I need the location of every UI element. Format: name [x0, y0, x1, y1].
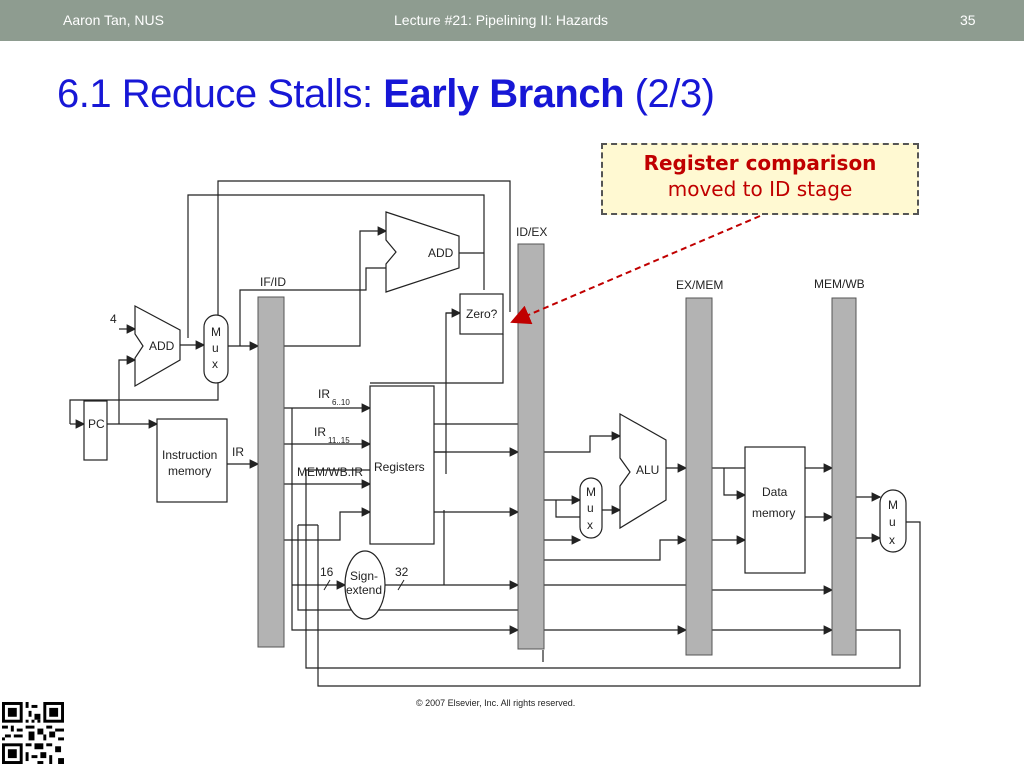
branch-adder: [385, 211, 460, 293]
sign-extend-unit: [344, 550, 386, 620]
lecture-title: Lecture #21: Pipelining II: Hazards: [394, 12, 609, 28]
if-mux-x: x: [212, 357, 218, 371]
if-mux-m: M: [211, 325, 221, 339]
ir-11-15-label: IR: [314, 425, 326, 439]
branch-adder-label: ADD: [428, 246, 454, 260]
bits-out-label: 32: [395, 565, 409, 579]
pc-box: [83, 400, 108, 461]
mem-wb-register: [831, 297, 857, 656]
title-bold: Early Branch: [383, 72, 625, 116]
ir-11-15-sub: 11..15: [328, 436, 350, 445]
zero-box: [459, 293, 504, 335]
mem-wb-ir-label: MEM/WB.IR: [297, 465, 363, 479]
ex-mem-register: [685, 297, 713, 656]
bits-in-label: 16: [320, 565, 334, 579]
sign-extend-label-2: extend: [346, 583, 382, 597]
ir-6-10-label: IR: [318, 387, 330, 401]
id-ex-register: [517, 243, 545, 650]
if-id-label: IF/ID: [260, 275, 286, 289]
id-ex-label: ID/EX: [516, 225, 547, 239]
wb-mux-m: M: [888, 498, 898, 512]
slide-title: 6.1 Reduce Stalls: Early Branch (2/3): [57, 72, 715, 117]
mem-wb-label: MEM/WB: [814, 277, 865, 291]
data-memory-box: [744, 446, 806, 574]
callout-arrow: [510, 215, 761, 325]
dmem-label-2: memory: [752, 506, 795, 520]
wb-mux: [879, 489, 907, 553]
callout-line1: Register comparison: [643, 151, 877, 175]
ir-label: IR: [232, 445, 244, 459]
if-adder-label: ADD: [149, 339, 175, 353]
callout-box: Register comparison moved to ID stage: [601, 143, 919, 215]
ex-mux-m: M: [586, 485, 596, 499]
if-adder: [134, 305, 181, 388]
alu-label: ALU: [636, 463, 659, 477]
callout-line2: moved to ID stage: [667, 177, 853, 201]
if-id-register: [257, 296, 285, 648]
imem-label-2: memory: [168, 464, 211, 478]
wb-mux-x: x: [889, 533, 895, 547]
registers-label: Registers: [374, 460, 425, 474]
ir-6-10-sub: 6..10: [332, 398, 350, 407]
ex-mux-u: u: [587, 501, 594, 515]
page-number: 35: [960, 12, 976, 28]
sign-extend-label-1: Sign-: [350, 569, 378, 583]
ex-mem-label: EX/MEM: [676, 278, 723, 292]
imem-label-1: Instruction: [162, 448, 217, 462]
zero-label: Zero?: [466, 307, 498, 321]
pc-label: PC: [88, 417, 105, 431]
register-file: [369, 385, 435, 545]
dmem-label-1: Data: [762, 485, 788, 499]
if-mux-u: u: [212, 341, 219, 355]
alu: [619, 412, 667, 530]
const-four: 4: [110, 312, 117, 326]
title-prefix: 6.1 Reduce Stalls:: [57, 72, 384, 116]
slide-header: Aaron Tan, NUS Lecture #21: Pipelining I…: [0, 0, 1024, 41]
instruction-memory-box: [156, 418, 228, 503]
copyright: © 2007 Elsevier, Inc. All rights reserve…: [416, 698, 576, 708]
ex-mux: [579, 477, 603, 539]
qr-code: [2, 702, 64, 764]
title-suffix: (2/3): [624, 72, 715, 116]
author-label: Aaron Tan, NUS: [63, 12, 164, 28]
wb-mux-u: u: [889, 515, 896, 529]
if-mux: [203, 314, 229, 384]
ex-mux-x: x: [587, 518, 593, 532]
